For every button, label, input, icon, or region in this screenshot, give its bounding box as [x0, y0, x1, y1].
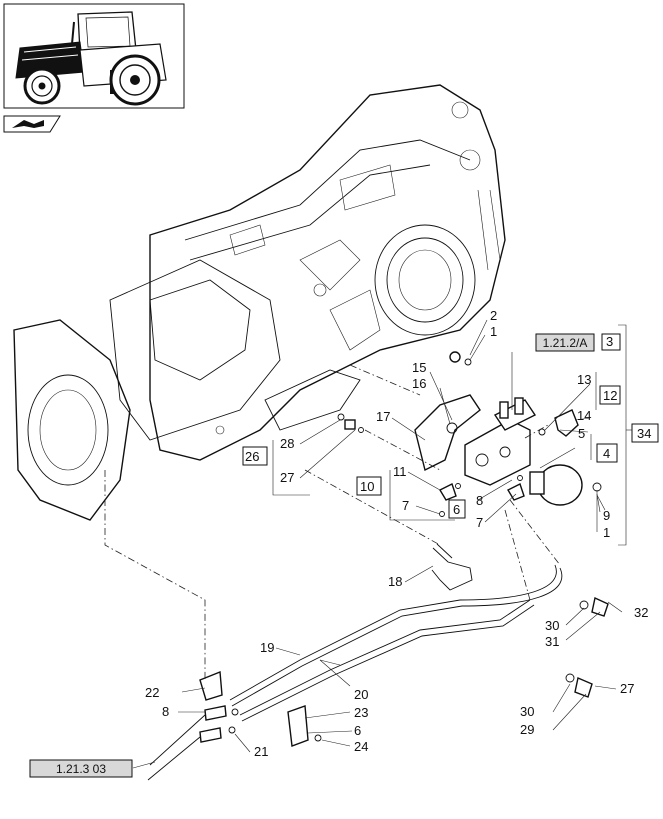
- elbow-fitting[interactable]: [538, 409, 579, 437]
- callout-6b: 6: [354, 723, 361, 738]
- tractor-icon: [15, 11, 167, 106]
- book-arrow-icon[interactable]: [3, 115, 61, 133]
- callout-13: 13: [577, 372, 591, 387]
- callout-5: 5: [578, 426, 585, 441]
- callout-30b: 30: [520, 704, 534, 719]
- mounting-bracket[interactable]: [414, 394, 481, 472]
- callout-27b: 27: [620, 681, 634, 696]
- callout-7: 7: [402, 498, 409, 513]
- ref-label: 1.21.3 03: [56, 762, 106, 776]
- ref-box-1-21-3-03[interactable]: 1.21.3 03: [29, 759, 133, 778]
- callout-16: 16: [412, 376, 426, 391]
- hose-ends[interactable]: [147, 705, 239, 781]
- valve-block[interactable]: [464, 397, 537, 486]
- callout-boxes: [242, 333, 659, 519]
- callout-31: 31: [545, 634, 559, 649]
- callout-3: 3: [606, 334, 613, 349]
- leader-lines: [132, 319, 636, 769]
- callout-14: 14: [577, 408, 591, 423]
- callout-10: 10: [360, 479, 374, 494]
- callout-12: 12: [603, 388, 617, 403]
- quick-couplers[interactable]: [565, 596, 609, 698]
- callout-30: 30: [545, 618, 559, 633]
- callout-15: 15: [412, 360, 426, 375]
- assembly-lines: [104, 364, 561, 680]
- hydraulic-pipes[interactable]: [229, 543, 563, 722]
- callout-9: 9: [603, 508, 610, 523]
- callout-19: 19: [260, 640, 274, 655]
- callout-8: 8: [476, 493, 483, 508]
- callout-1b: 1: [603, 525, 610, 540]
- tractor-thumbnail[interactable]: [3, 3, 185, 109]
- callout-27: 27: [280, 470, 294, 485]
- callout-26: 26: [245, 449, 259, 464]
- ref-label: 1.21.2/A: [543, 336, 588, 350]
- pipe-clamp-lower[interactable]: [287, 705, 322, 747]
- callout-34: 34: [637, 426, 651, 441]
- callout-numbers: 2 1 3 34 15 16 17 13 12 14 5 4 28 26 27 …: [145, 308, 651, 759]
- callout-11: 11: [393, 464, 407, 479]
- callout-17: 17: [376, 409, 390, 424]
- callout-1: 1: [490, 324, 497, 339]
- callout-32: 32: [634, 605, 648, 620]
- callout-18: 18: [388, 574, 402, 589]
- callout-23: 23: [354, 705, 368, 720]
- callout-7b: 7: [476, 515, 483, 530]
- accumulator[interactable]: [529, 464, 583, 506]
- pipe-clamp-upper[interactable]: [199, 670, 223, 701]
- callout-29: 29: [520, 722, 534, 737]
- callout-24: 24: [354, 739, 368, 754]
- callout-21: 21: [254, 744, 268, 759]
- callout-4: 4: [603, 446, 610, 461]
- transmission-housing: [13, 84, 506, 521]
- callout-8b: 8: [162, 704, 169, 719]
- callout-22: 22: [145, 685, 159, 700]
- small-fittings: [337, 351, 606, 517]
- callout-2: 2: [490, 308, 497, 323]
- callout-28: 28: [280, 436, 294, 451]
- ref-box-1-21-2-a[interactable]: 1.21.2/A: [535, 333, 595, 352]
- callout-6: 6: [453, 502, 460, 517]
- callout-20: 20: [354, 687, 368, 702]
